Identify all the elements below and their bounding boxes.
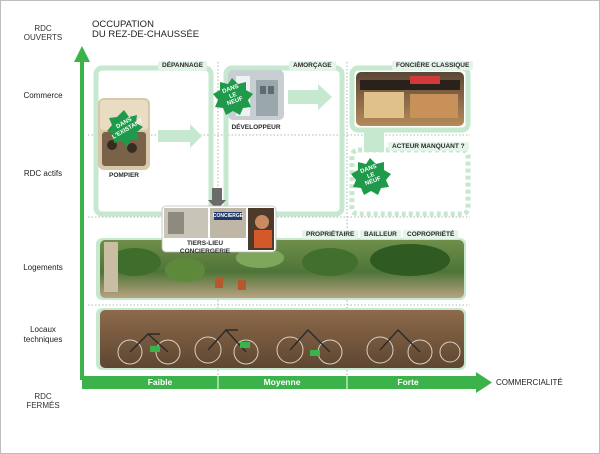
x-level-moyenne: Moyenne xyxy=(263,377,301,387)
arrow-pompier-to-developpeur xyxy=(158,124,202,148)
y-axis-arrowhead xyxy=(74,46,90,62)
tag-fonciere: FONCIÈRE CLASSIQUE xyxy=(392,61,474,70)
x-axis-arrowhead xyxy=(476,372,492,393)
amorcage-box xyxy=(223,65,345,217)
tag-depannage: DÉPANNAGE xyxy=(158,61,208,70)
row-label-logements: Logements xyxy=(23,263,63,272)
y-axis-top-label: RDC OUVERTS xyxy=(23,24,63,42)
seal-neuf-1-icon xyxy=(213,78,253,115)
tag-copropriete: COPROPRIÉTÉ xyxy=(403,230,459,239)
x-level-faible: Faible xyxy=(147,377,173,387)
arrow-developpeur-to-fonciere xyxy=(288,84,332,110)
actor-tiers-lieu: TIERS-LIEU CONCIERGERIE xyxy=(179,240,231,255)
garden-plants xyxy=(104,242,450,292)
tag-amorcage: AMORÇAGE xyxy=(289,61,336,70)
diagram-title: OCCUPATION DU REZ-DE-CHAUSSÉE xyxy=(92,19,200,40)
tag-acteur-manquant: ACTEUR MANQUANT ? xyxy=(388,142,469,151)
row-label-commerce: Commerce xyxy=(23,91,63,100)
x-level-forte: Forte xyxy=(397,377,419,387)
conciergerie-sign: CONCIERGE xyxy=(212,213,244,219)
tag-bailleur: BAILLEUR xyxy=(360,230,401,239)
y-axis-bottom-label: RDC FERMÉS xyxy=(26,392,60,410)
x-axis-label: COMMERCIALITÉ xyxy=(496,378,563,387)
x-axis-bar xyxy=(82,376,478,389)
tag-proprietaire: PROPRIÉTAIRE xyxy=(302,230,359,239)
seal-existant-icon xyxy=(107,110,143,147)
actor-developpeur: DÉVELOPPEUR xyxy=(231,124,281,131)
row-label-locaux-techniques: Locaux techniques xyxy=(23,325,63,344)
actor-pompier: POMPIER xyxy=(109,172,139,179)
arrow-up-to-tiers-lieu xyxy=(208,188,226,210)
bikes-photo xyxy=(100,310,464,368)
fonciere-connector xyxy=(364,128,384,152)
seal-neuf-2-icon xyxy=(351,158,391,195)
depannage-box xyxy=(93,65,214,217)
row-label-rdc-actifs: RDC actifs xyxy=(23,169,63,178)
